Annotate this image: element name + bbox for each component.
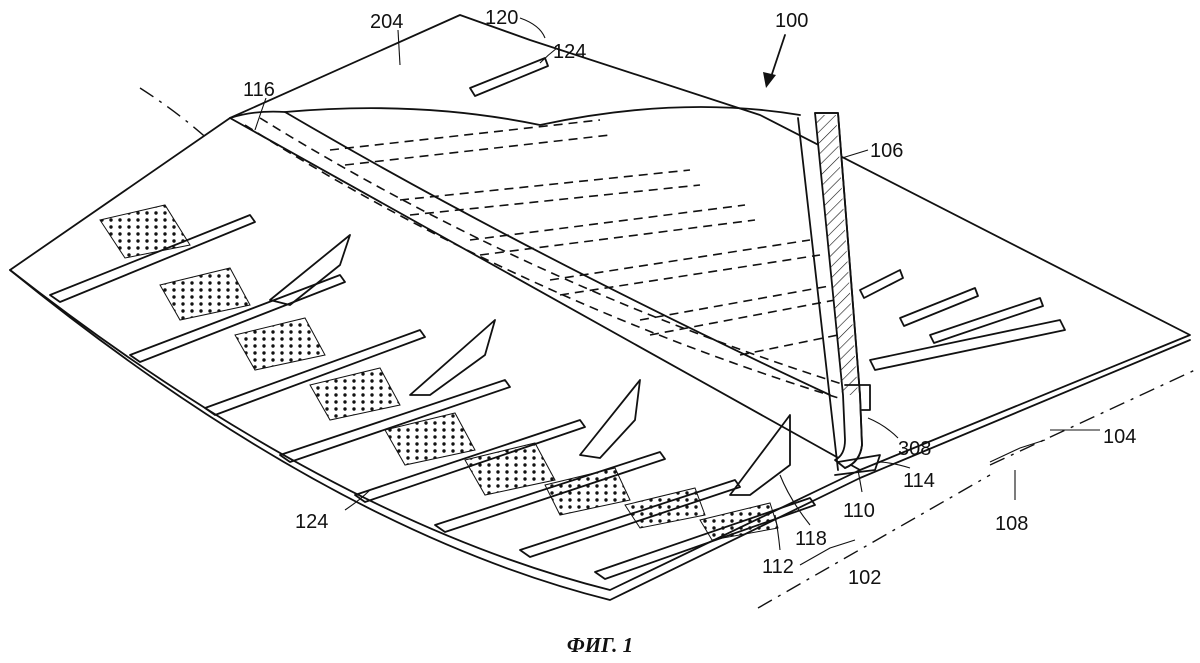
leader-lines [254,17,1100,551]
joint-flange [834,454,881,476]
frame-web-top [284,106,801,126]
label-204: 204 [370,11,403,33]
label-112: 112 [762,556,794,578]
arrow-100 [769,34,786,81]
reference-line-bottom [757,474,991,609]
label-114: 114 [903,470,935,492]
bracket-102 [799,539,856,566]
label-120: 120 [485,7,518,29]
label-106: 106 [870,140,903,162]
hidden-stringers [244,117,846,401]
reference-line-right [989,369,1196,466]
shear-clips [269,234,791,496]
bulkhead-hatch [816,115,858,395]
frame-upper-edge [229,110,831,396]
label-102: 102 [848,567,881,589]
label-124-bottom: 124 [295,511,328,533]
skin-edge [9,269,1191,601]
label-100: 100 [775,10,808,32]
label-110: 110 [843,500,875,522]
label-308: 308 [898,438,931,460]
label-104: 104 [1103,426,1136,448]
label-108: 108 [995,513,1028,535]
bulkhead-front [797,117,839,471]
frame-outer-flange [229,117,861,471]
bracket-104 [989,439,1046,463]
figure-caption: ФИГ. 1 [567,633,633,657]
perforated-patches [99,204,779,541]
bulkhead-outline [814,112,863,469]
bulkhead-foot [844,384,871,411]
arrowhead-100 [763,72,776,88]
label-124-top: 124 [553,41,586,63]
label-118: 118 [795,528,827,550]
label-116: 116 [243,79,275,101]
